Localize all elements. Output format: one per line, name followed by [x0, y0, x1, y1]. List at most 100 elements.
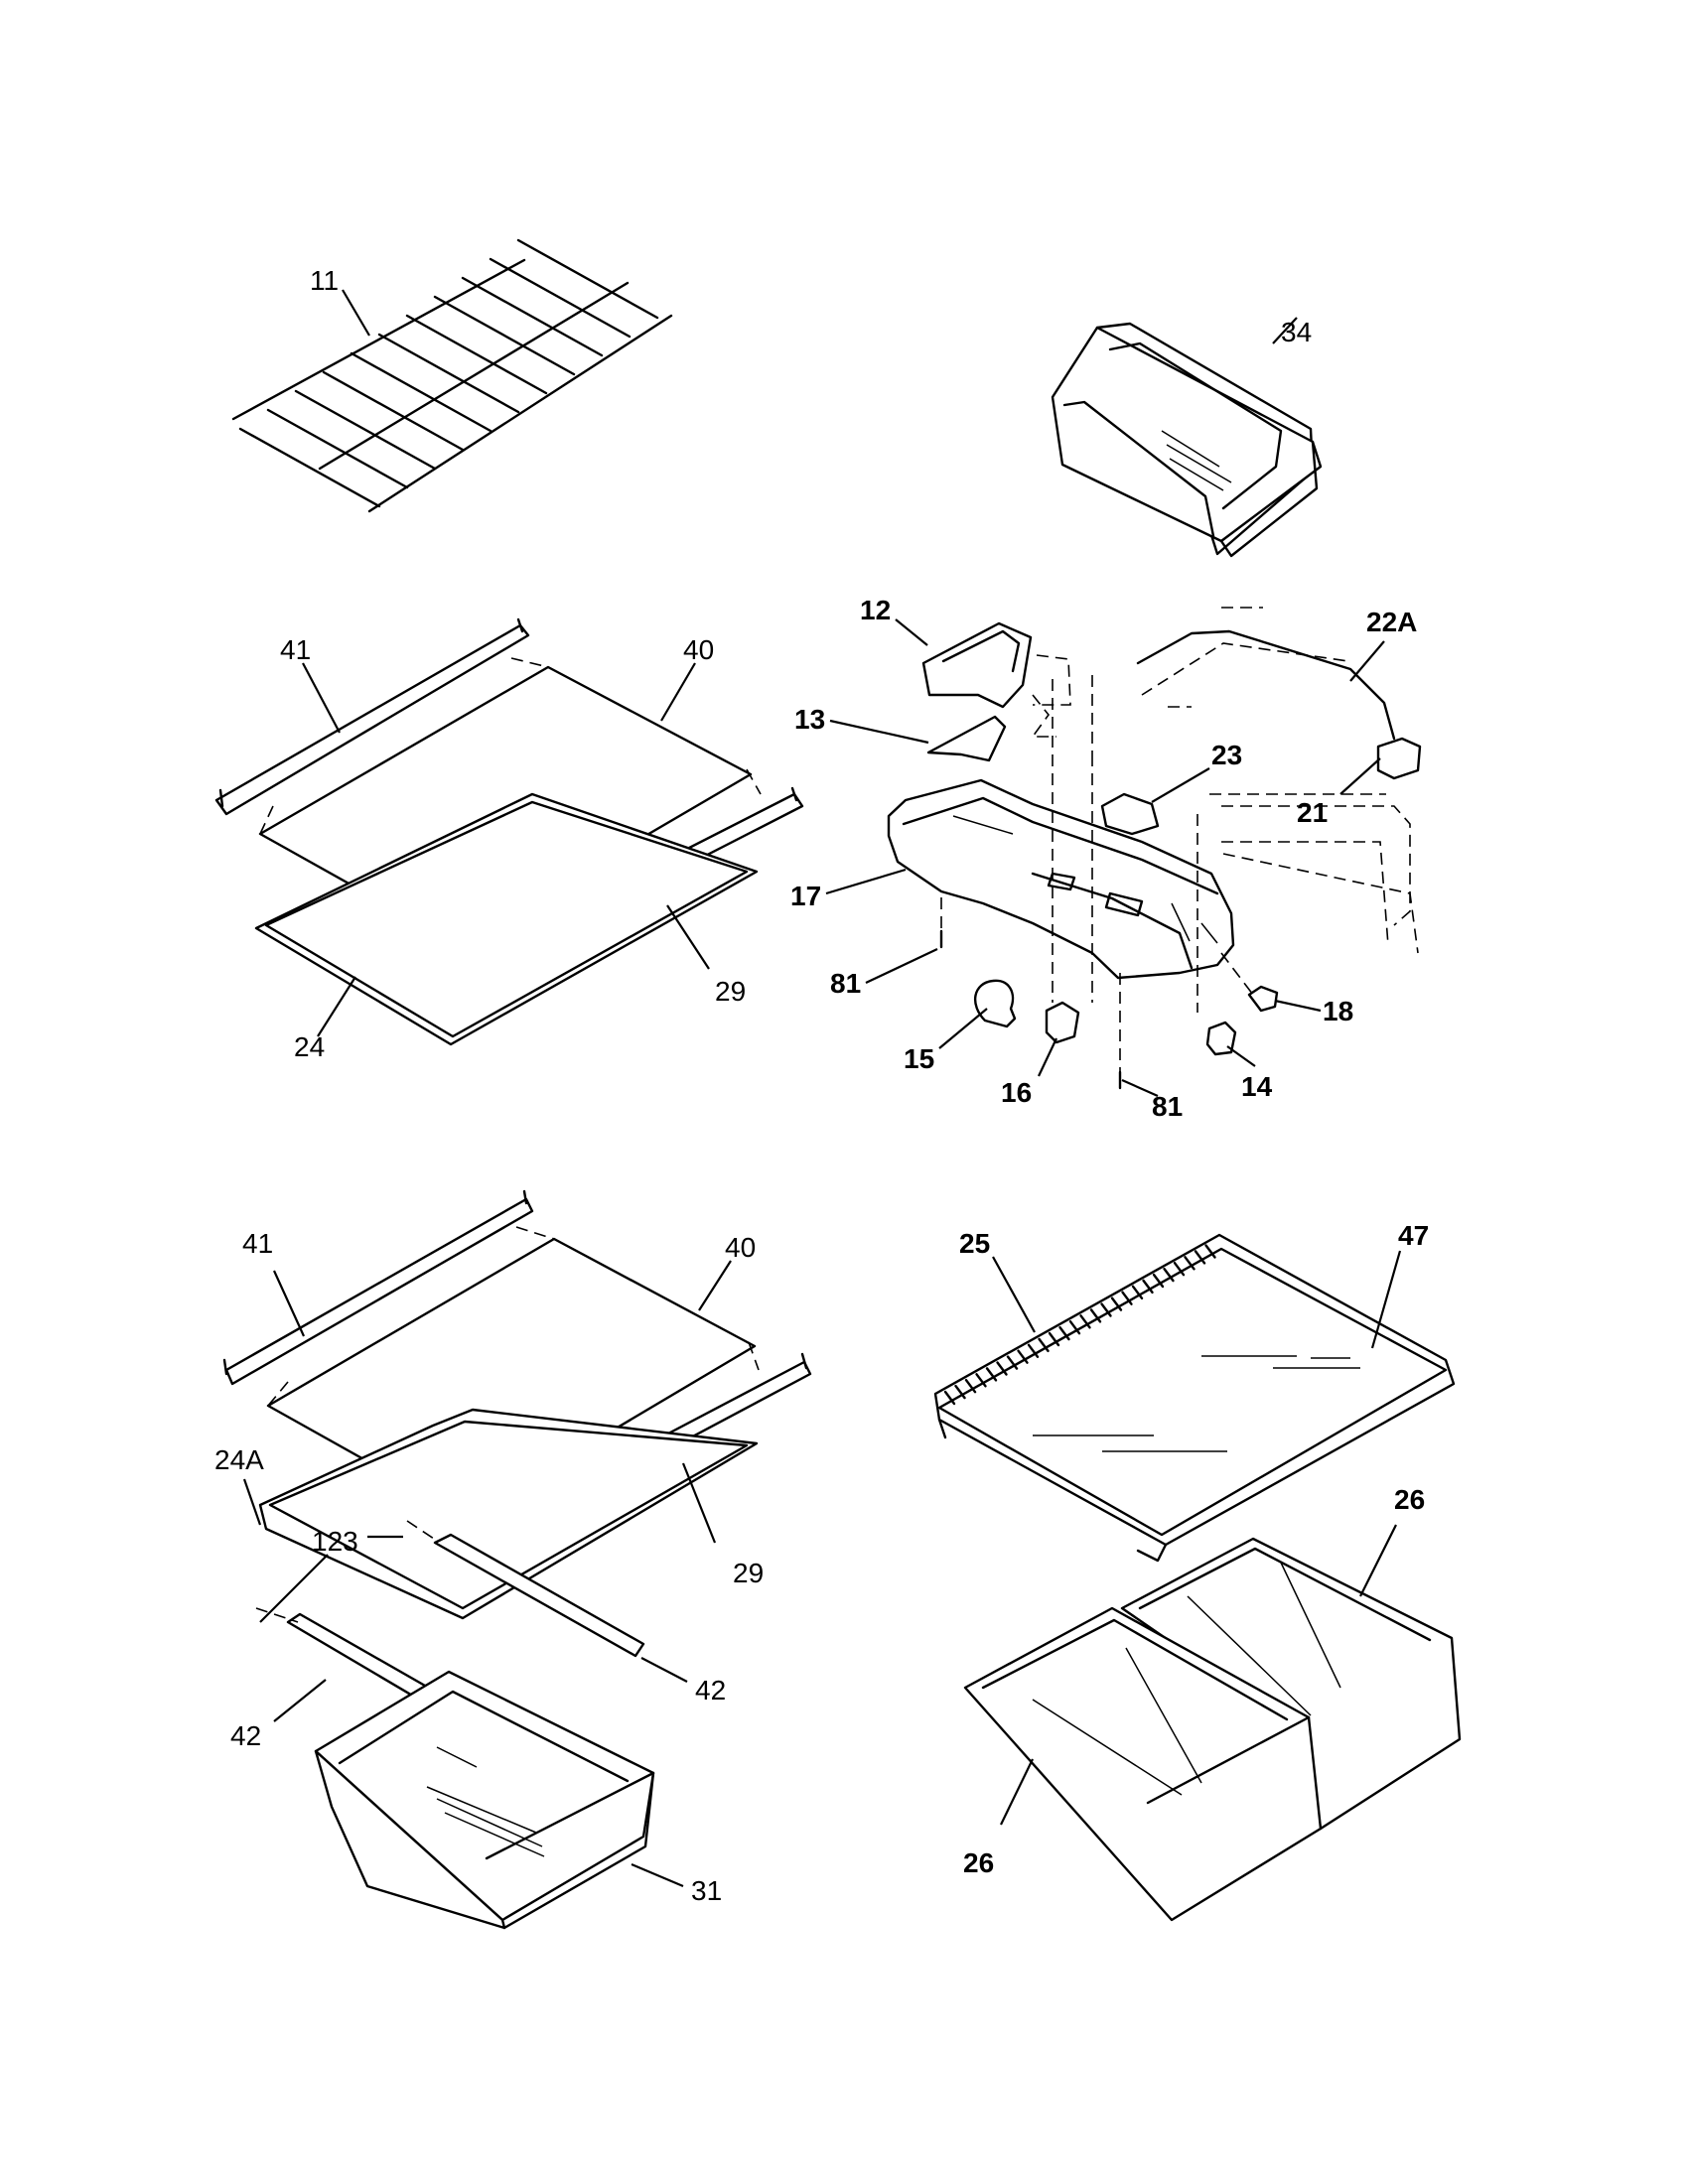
- callout-40a: 40: [683, 634, 714, 665]
- vent-slot: [1121, 1291, 1133, 1305]
- leader-40a: [660, 662, 696, 722]
- leader-42b: [273, 1679, 327, 1722]
- vent-slot: [1068, 1319, 1081, 1335]
- callout-42a: 42: [695, 1675, 726, 1706]
- leader-47: [1370, 1250, 1402, 1349]
- callout-11: 11: [310, 265, 339, 296]
- callout-14: 14: [1241, 1071, 1273, 1102]
- callout-34: 34: [1281, 317, 1312, 347]
- leader-34: [1272, 317, 1298, 344]
- vent-slot: [1006, 1355, 1019, 1370]
- callout-47: 47: [1398, 1220, 1429, 1251]
- callout-23: 23: [1211, 740, 1242, 770]
- callout-29b: 29: [733, 1558, 764, 1588]
- shelf-wire: [516, 238, 659, 320]
- vent-slot: [985, 1367, 998, 1382]
- shelf-wire: [461, 276, 604, 357]
- callout-29a: 29: [715, 976, 746, 1007]
- callout-13: 13: [794, 704, 825, 735]
- callout-42b: 42: [230, 1720, 261, 1751]
- door-bin-34: [1051, 322, 1323, 558]
- callout-16: 16: [1001, 1077, 1032, 1108]
- callout-40b: 40: [725, 1232, 756, 1263]
- leader-25: [992, 1256, 1036, 1333]
- callout-26b: 26: [963, 1847, 994, 1878]
- leader-29b: [681, 1462, 717, 1544]
- vent-slot: [964, 1378, 977, 1394]
- vent-slot: [1058, 1325, 1070, 1341]
- leader-40b: [698, 1260, 732, 1311]
- vent-slot: [1173, 1261, 1186, 1277]
- vent-slot: [1163, 1267, 1175, 1283]
- leader-24A: [242, 1478, 262, 1526]
- vent-slot: [1100, 1302, 1112, 1317]
- shelf-wire: [294, 389, 437, 471]
- crisper-assembly: [933, 1233, 1462, 1922]
- vent-slot: [975, 1373, 987, 1388]
- vent-slot: [1079, 1314, 1091, 1329]
- leader-16: [1038, 1037, 1057, 1077]
- callout-41b: 41: [242, 1228, 273, 1259]
- leader-17: [825, 868, 907, 895]
- callout-26a: 26: [1394, 1484, 1425, 1515]
- callout-22A: 22A: [1366, 607, 1417, 637]
- callout-123: 123: [312, 1526, 358, 1557]
- leader-42a: [640, 1657, 688, 1683]
- leader-41a: [302, 662, 341, 734]
- callout-25: 25: [959, 1228, 990, 1259]
- callout-81b: 81: [1152, 1091, 1183, 1122]
- shelf-assembly-upper: [214, 617, 804, 1046]
- leader-11: [342, 289, 370, 337]
- shelf-wire: [377, 333, 520, 414]
- callout-12: 12: [860, 595, 891, 625]
- leader-21: [1339, 757, 1381, 795]
- leader-13: [829, 719, 929, 745]
- vent-slot: [1184, 1256, 1196, 1271]
- callout-18: 18: [1323, 996, 1353, 1026]
- shelf-wire: [238, 427, 381, 508]
- vent-slot: [1131, 1285, 1144, 1300]
- leader-31: [631, 1862, 684, 1888]
- vent-slot: [1027, 1343, 1040, 1359]
- callout-24A: 24A: [214, 1444, 264, 1475]
- shelf-wire: [266, 408, 409, 489]
- vent-slot: [1038, 1337, 1050, 1353]
- vent-slot: [1089, 1308, 1102, 1323]
- shelf-wire: [489, 257, 632, 339]
- callout-21: 21: [1297, 797, 1328, 828]
- shelf-assembly-lower: [222, 1189, 812, 1930]
- vent-slot: [943, 1390, 956, 1406]
- leader-18: [1274, 999, 1322, 1013]
- leader-29a: [666, 904, 710, 970]
- vent-slot: [996, 1361, 1008, 1376]
- shelf-wire: [405, 314, 548, 395]
- shelf-wire: [322, 370, 465, 452]
- leader-12: [895, 618, 928, 646]
- leader-23: [1151, 767, 1210, 803]
- wire-shelf-11: [231, 238, 673, 513]
- callout-31: 31: [691, 1875, 722, 1906]
- vent-slot: [1152, 1273, 1165, 1289]
- vent-slot: [1204, 1244, 1216, 1259]
- vent-slot: [954, 1384, 966, 1400]
- callout-81a: 81: [830, 968, 861, 999]
- callout-17: 17: [790, 881, 821, 911]
- callout-24: 24: [294, 1031, 325, 1062]
- light-housing-assembly: [887, 607, 1422, 1090]
- leader-26a: [1359, 1524, 1397, 1597]
- leader-81b: [1121, 1078, 1159, 1098]
- shelf-wire: [433, 295, 576, 376]
- vent-slot: [1017, 1349, 1029, 1364]
- leader-14: [1226, 1045, 1256, 1067]
- leader-123b: [259, 1554, 329, 1623]
- leader-22A: [1349, 640, 1385, 682]
- leader-41b: [272, 1270, 306, 1337]
- leader-26b: [1000, 1758, 1034, 1826]
- callout-41a: 41: [280, 634, 311, 665]
- vent-slot: [1048, 1331, 1060, 1347]
- vent-slot: [1142, 1279, 1154, 1295]
- vent-slot: [1110, 1297, 1123, 1311]
- callout-15: 15: [904, 1043, 934, 1074]
- shelf-wire: [350, 351, 492, 433]
